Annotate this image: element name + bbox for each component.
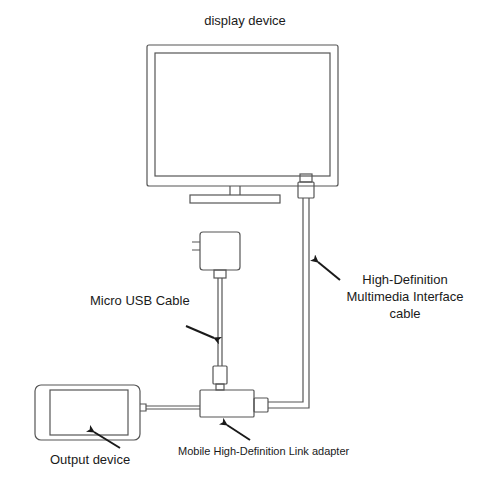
phone-screen xyxy=(50,390,128,435)
phone-plug xyxy=(140,404,146,411)
pointer-arrow xyxy=(94,432,120,448)
device-label: Output device xyxy=(50,452,160,469)
phone xyxy=(35,385,140,440)
charger xyxy=(200,232,240,270)
monitor-screen xyxy=(155,53,330,176)
hdmi-plug-tip xyxy=(300,174,312,182)
hdmi-plug-bottom xyxy=(254,398,268,412)
pointer-arrow xyxy=(227,425,250,440)
micro-usb-cable xyxy=(218,278,222,366)
pointer-arrow xyxy=(318,262,340,280)
charger-plug xyxy=(214,270,226,278)
cable-label: High-Definition Multimedia Interface cab… xyxy=(330,272,480,323)
hdmi-plug-top xyxy=(298,182,314,198)
monitor-frame xyxy=(147,45,338,186)
adapter-label: Mobile High-Definition Link adapter xyxy=(178,444,388,458)
monitor-base xyxy=(190,195,280,203)
mhl-adapter xyxy=(200,390,254,417)
pointer-arrow xyxy=(186,326,214,338)
micro-usb-plug xyxy=(213,366,227,384)
charger-prongs xyxy=(192,242,200,250)
hdmi-cable xyxy=(268,198,309,408)
device-label: display device xyxy=(190,13,300,30)
micro-usb-tip xyxy=(216,384,224,390)
phone-cable xyxy=(146,406,200,409)
monitor-neck xyxy=(230,186,240,195)
cable-label: Micro USB Cable xyxy=(90,293,210,310)
